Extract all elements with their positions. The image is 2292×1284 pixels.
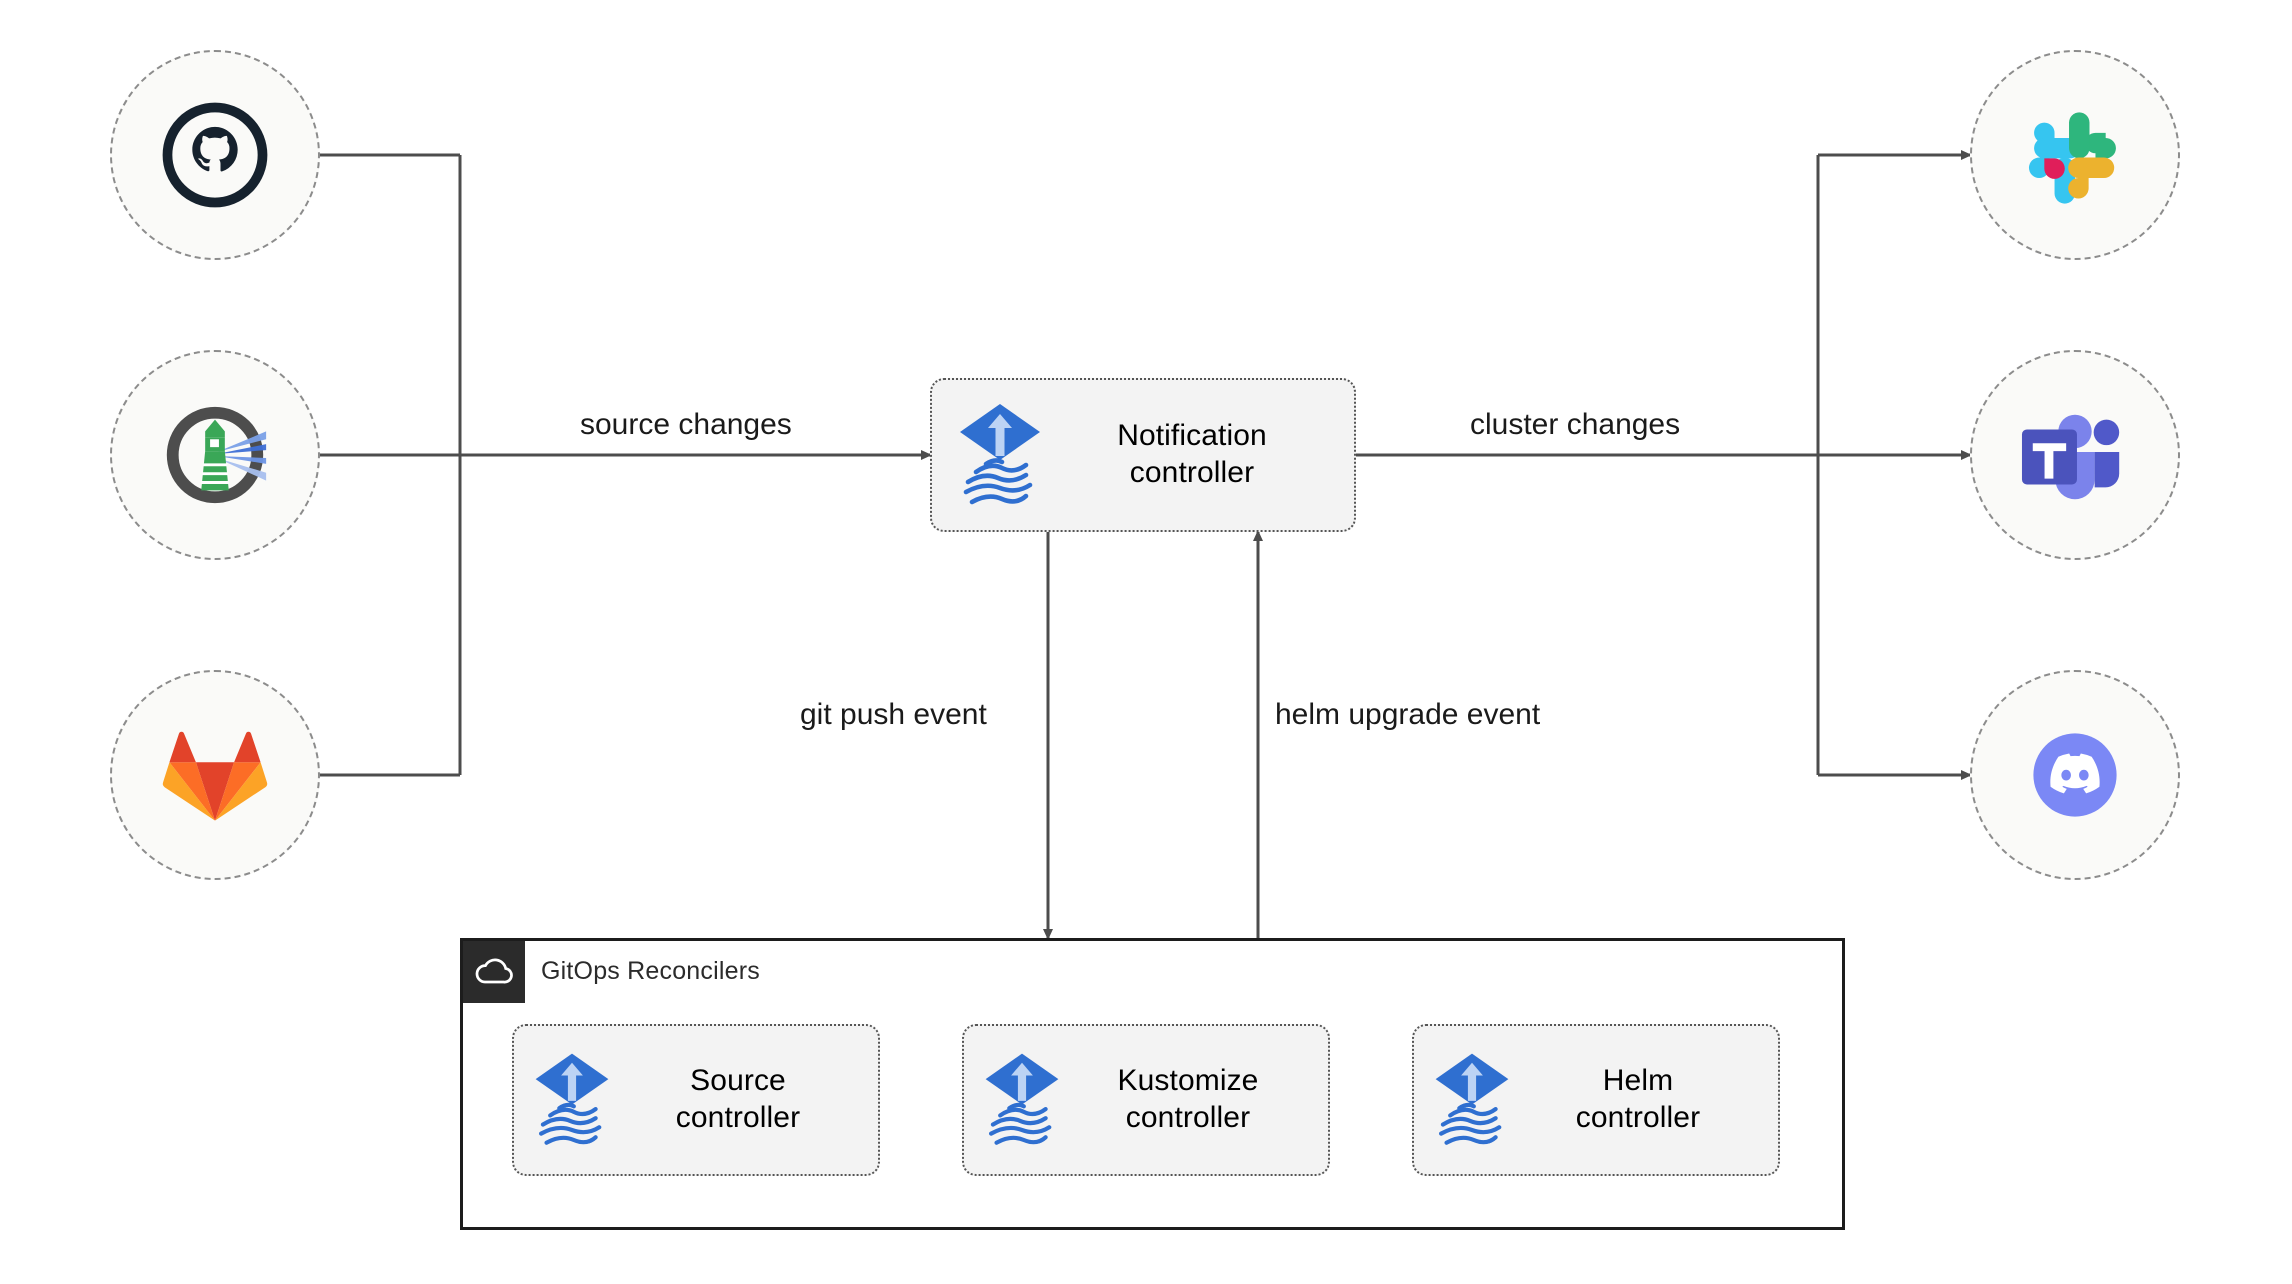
helm-controller-label: Helm controller [1575,1064,1701,1134]
target-node-teams[interactable] [1970,350,2180,560]
helm-controller-box[interactable]: Helm controller [1412,1024,1780,1176]
slack-icon [2023,103,2127,207]
notification-controller-label: Notification controller [1117,419,1267,489]
source-node-flux[interactable] [110,350,320,560]
notification-controller-box[interactable]: Notification controller [930,378,1356,532]
target-node-discord[interactable] [1970,670,2180,880]
source-controller-label: Source controller [675,1064,801,1134]
edge-label-source-changes: source changes [580,408,792,441]
edge-label-cluster-changes: cluster changes [1470,408,1681,441]
flux-logo-icon [982,1049,1062,1151]
ms-teams-icon [2020,405,2130,505]
edge-label-git-push-event: git push event [800,698,987,731]
gitops-reconcilers-title: GitOps Reconcilers [541,957,760,985]
discord-icon [2023,723,2127,827]
flux-lighthouse-icon [156,396,274,514]
flux-logo-icon [956,400,1044,510]
flux-logo-icon [1432,1049,1512,1151]
target-node-slack[interactable] [1970,50,2180,260]
source-node-gitlab[interactable] [110,670,320,880]
kustomize-controller-label: Kustomize controller [1117,1064,1259,1134]
kustomize-controller-box[interactable]: Kustomize controller [962,1024,1330,1176]
gitlab-icon [162,725,268,825]
github-icon [161,101,269,209]
flux-logo-icon [532,1049,612,1151]
cloud-icon [463,941,525,1003]
source-controller-box[interactable]: Source controller [512,1024,880,1176]
source-node-github[interactable] [110,50,320,260]
edge-label-helm-upgrade-event: helm upgrade event [1275,698,1541,731]
